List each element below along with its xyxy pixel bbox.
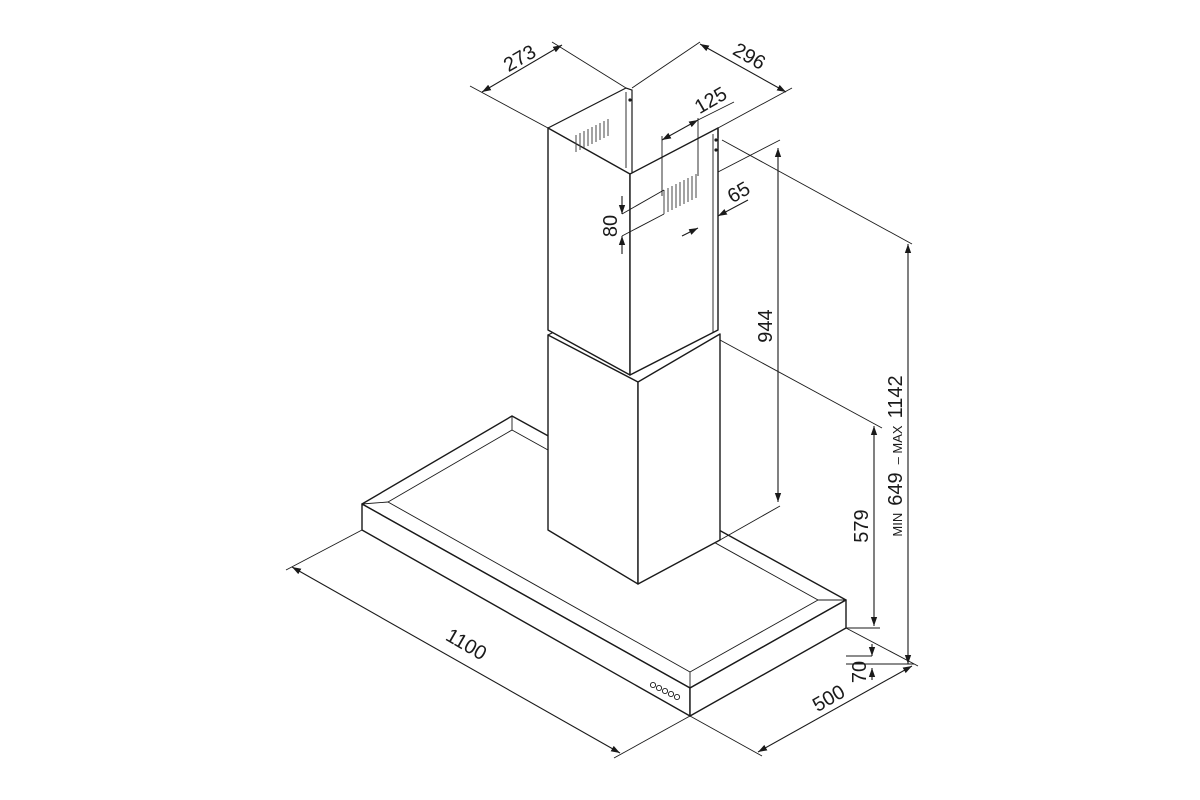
label-vent-width: 125 <box>691 83 731 119</box>
label-upper-chimney: 944 <box>755 309 777 342</box>
chimney <box>547 87 721 585</box>
upper-chimney-side <box>629 127 719 376</box>
dim-chimney-depth: 296 <box>631 39 793 129</box>
label-vent-offset: 65 <box>724 178 754 208</box>
label-vent-height: 80 <box>600 215 622 237</box>
label-canopy-width: 1100 <box>442 625 490 666</box>
label-canopy-height: 70 <box>849 661 871 683</box>
vent-grille-left <box>575 119 609 152</box>
label-lower-chimney: 579 <box>851 509 873 542</box>
label-height-min-prefix: MIN <box>890 513 905 537</box>
dim-overall-height: MIN 649 – MAX 1142 <box>721 139 914 665</box>
label-overall-height: MIN 649 – MAX 1142 <box>885 375 907 536</box>
vent-grille-right <box>663 174 697 214</box>
dim-upper-chimney: 944 <box>717 139 782 541</box>
upper-chimney-front <box>547 127 631 376</box>
lower-chimney-side <box>637 333 721 585</box>
label-height-separator: – MAX <box>890 425 905 464</box>
label-height-min-value: 649 <box>885 472 907 505</box>
dim-lower-chimney: 579 <box>719 339 883 629</box>
dim-canopy-height: 70 <box>846 644 876 683</box>
label-chimney-width: 273 <box>500 41 540 77</box>
label-canopy-depth: 500 <box>809 681 849 717</box>
dim-chimney-width: 273 <box>469 41 627 129</box>
control-buttons <box>649 681 681 701</box>
label-chimney-depth: 296 <box>729 39 769 75</box>
label-height-max-value: 1142 <box>885 375 907 418</box>
dim-vent-height: 80 <box>600 189 665 254</box>
